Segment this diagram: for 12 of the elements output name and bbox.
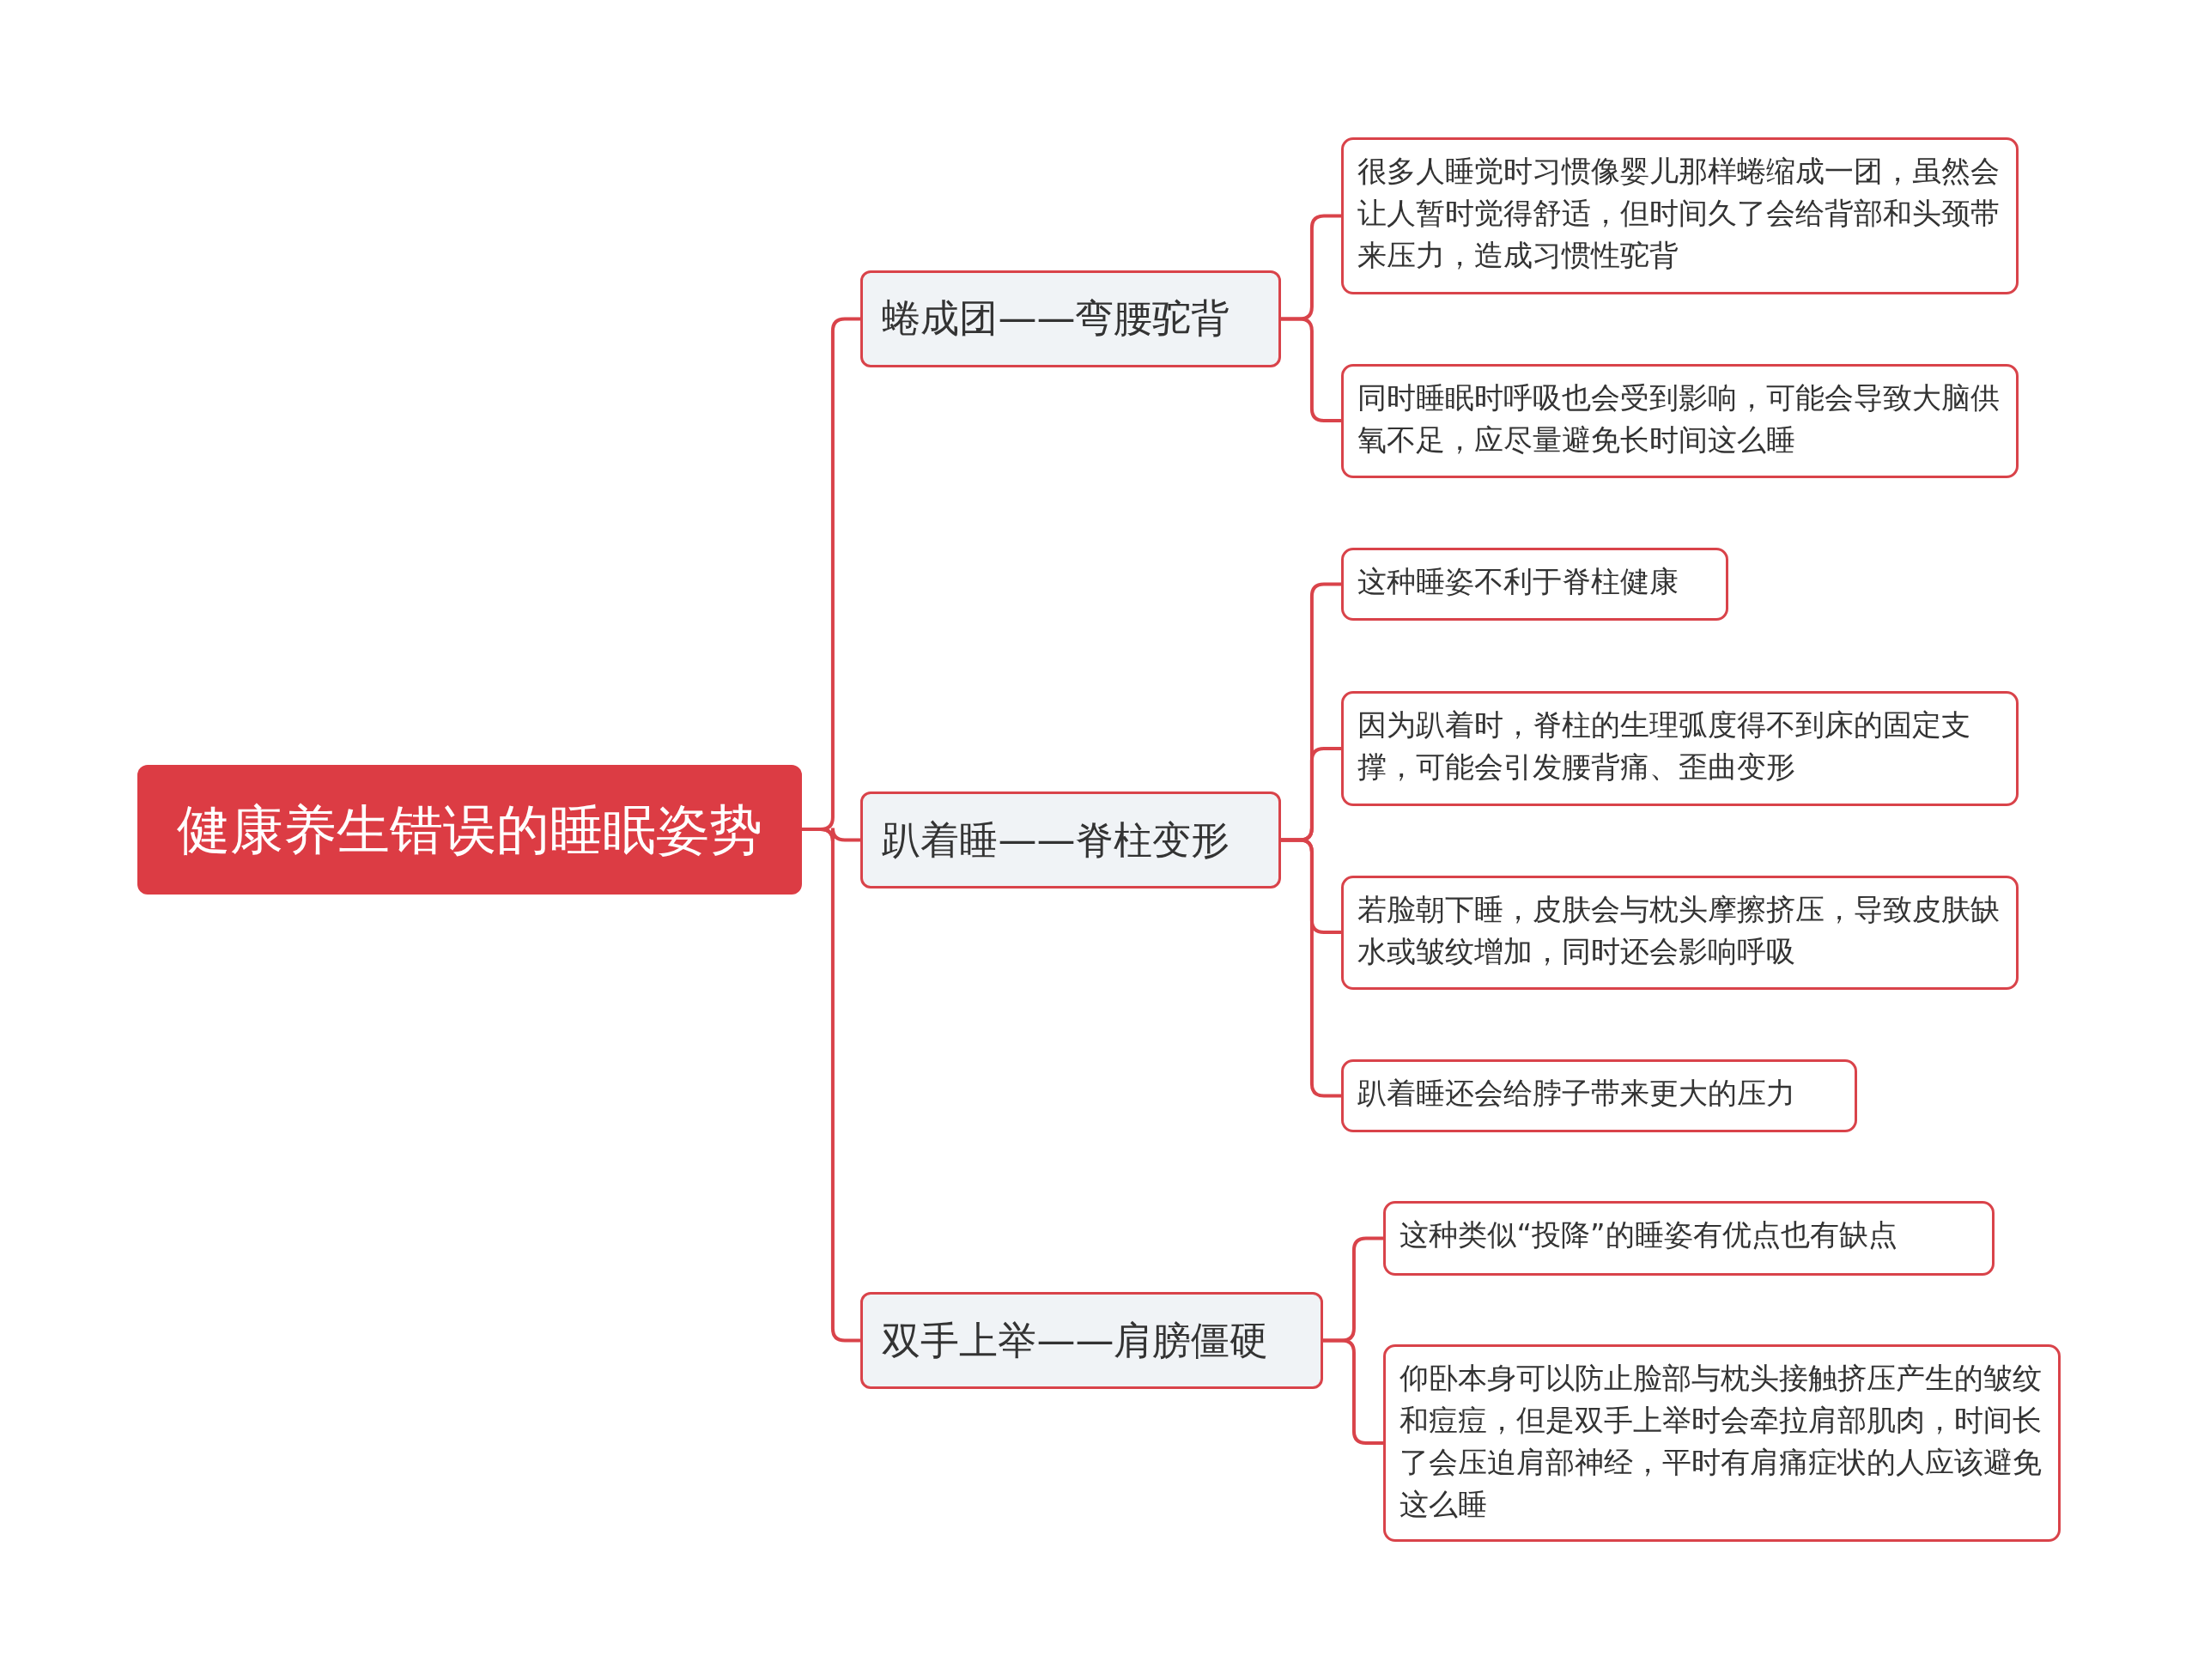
title-box: 健康养生错误的睡眠姿势 (137, 765, 802, 895)
note-box: 趴着睡还会给脖子带来更大的压力 (1341, 1059, 1858, 1133)
note-box: 这种睡姿不利于脊柱健康 (1341, 548, 1729, 622)
topic-box: 双手上举——肩膀僵硬 (860, 1292, 1324, 1389)
note-box: 这种类似“投降”的睡姿有优点也有缺点 (1383, 1201, 1995, 1276)
note-box: 同时睡眠时呼吸也会受到影响，可能会导致大脑供氧不足，应尽量避免长时间这么睡 (1341, 364, 2019, 478)
note-box: 很多人睡觉时习惯像婴儿那样蜷缩成一团，虽然会让人暂时觉得舒适，但时间久了会给背部和头颈带来压力，造成习惯性驼背 (1341, 137, 2019, 294)
note-box: 若脸朝下睡，皮肤会与枕头摩擦挤压，导致皮肤缺水或皱纹增加，同时还会影响呼吸 (1341, 876, 2019, 990)
note-box: 仰卧本身可以防止脸部与枕头接触挤压产生的皱纹和痘痘，但是双手上举时会牵拉肩部肌肉，时间长了会压迫肩部神经，平时有肩痛症状的人应该避免这么睡 (1383, 1343, 2061, 1542)
topic-box: 趴着睡——脊柱变形 (860, 791, 1282, 889)
note-box: 因为趴着时，脊柱的生理弧度得不到床的固定支撑，可能会引发腰背痛、歪曲变形 (1341, 690, 2019, 806)
topic-box: 蜷成团——弯腰驼背 (860, 270, 1282, 367)
